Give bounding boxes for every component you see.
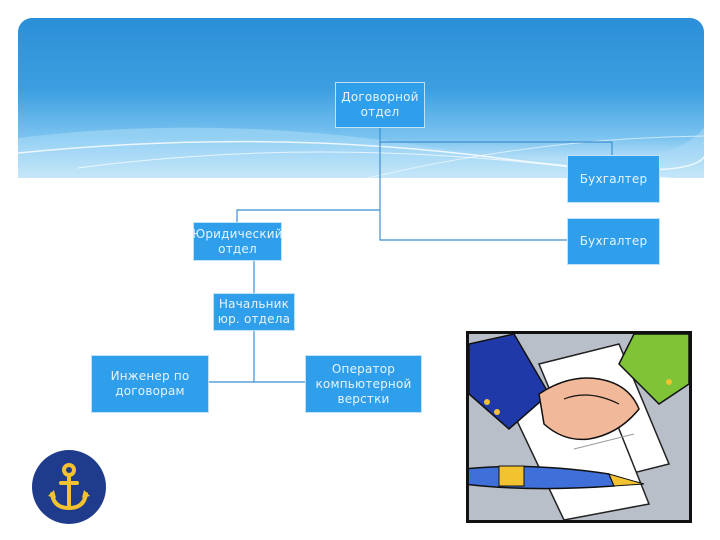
connector-to-accountant-1 bbox=[380, 141, 613, 155]
handshake-illustration bbox=[466, 331, 692, 523]
handshake-icon bbox=[469, 334, 689, 520]
slide-header-background bbox=[18, 18, 704, 178]
node-contract-engineer: Инженер по договорам bbox=[91, 355, 209, 413]
node-layout-operator: Оператор компьютерной верстки bbox=[305, 355, 422, 413]
node-legal-head: Начальник юр. отдела bbox=[213, 293, 295, 331]
connector-to-accountant-2 bbox=[379, 128, 567, 241]
node-accountant-1: Бухгалтер bbox=[567, 155, 660, 203]
anchor-badge bbox=[32, 450, 106, 524]
wave-decoration bbox=[18, 127, 704, 178]
node-legal-dept: Юридический отдел bbox=[192, 222, 283, 261]
node-accountant-2: Бухгалтер bbox=[567, 218, 660, 265]
node-contract-dept: Договорной отдел bbox=[335, 82, 425, 128]
connector-to-legal-dept bbox=[236, 209, 380, 222]
anchor-icon bbox=[48, 463, 90, 511]
